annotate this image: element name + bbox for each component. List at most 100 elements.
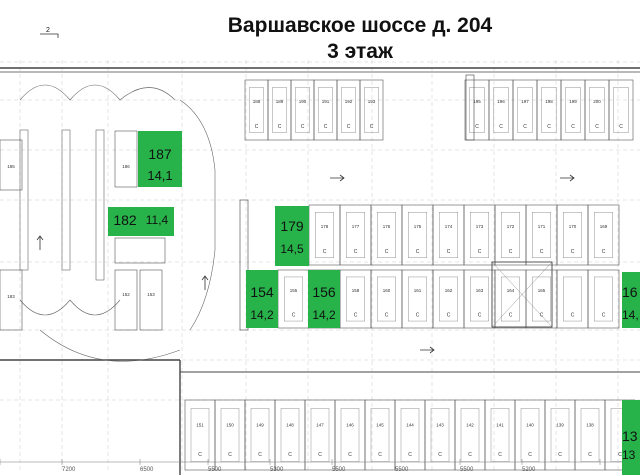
stall-type-label: C bbox=[571, 312, 575, 318]
stall-type-label: C bbox=[447, 249, 451, 255]
parking-stall bbox=[494, 204, 527, 266]
parking-stall bbox=[454, 399, 486, 471]
spot-187-highlight[interactable] bbox=[138, 131, 182, 187]
spot-179-highlight[interactable] bbox=[275, 206, 309, 266]
stall-number: 141 bbox=[496, 423, 504, 428]
stall-number: 173 bbox=[476, 224, 484, 229]
parking-stall bbox=[214, 399, 246, 471]
stall-type-label: C bbox=[416, 312, 420, 318]
dim-label: 6500 bbox=[140, 467, 154, 473]
car-outline bbox=[190, 408, 210, 462]
stall-type-label: C bbox=[618, 452, 622, 458]
stall-number: 170 bbox=[569, 224, 577, 229]
stall-type-label: C bbox=[408, 452, 412, 458]
stall-type-label: C bbox=[385, 249, 389, 255]
parking-stall bbox=[370, 204, 403, 266]
stall-number: 138 bbox=[586, 423, 594, 428]
stall-type-label: C bbox=[370, 124, 374, 130]
stall-type-label: C bbox=[292, 312, 296, 318]
car-outline bbox=[430, 408, 450, 462]
stall-number: 172 bbox=[507, 224, 515, 229]
traffic-arrow bbox=[330, 174, 345, 182]
car-outline bbox=[469, 86, 485, 133]
parking-stall bbox=[277, 269, 310, 329]
dim-label: 5500 bbox=[332, 467, 346, 473]
parking-stall bbox=[587, 204, 620, 266]
stall-number: 149 bbox=[256, 423, 264, 428]
car-outline bbox=[370, 408, 390, 462]
parking-stall bbox=[587, 269, 620, 329]
parking-stall bbox=[488, 79, 514, 141]
spot-182-highlight[interactable] bbox=[108, 207, 174, 236]
stall-number: 151 bbox=[196, 423, 204, 428]
car-outline bbox=[563, 211, 583, 258]
stall-type-label: C bbox=[619, 124, 623, 130]
spot-179-number: 179 bbox=[280, 218, 304, 234]
parking-stall bbox=[432, 204, 465, 266]
parking-stall bbox=[339, 204, 372, 266]
stall-number: 178 bbox=[321, 224, 329, 229]
car-outline bbox=[517, 86, 533, 133]
stall-number: 185 bbox=[7, 164, 15, 169]
parking-stall bbox=[244, 399, 276, 471]
stall-type-label: C bbox=[478, 312, 482, 318]
stall-number: 152 bbox=[122, 292, 130, 297]
spot-13-number: 13 bbox=[622, 428, 638, 444]
car-outline bbox=[408, 211, 428, 258]
parking-stall bbox=[313, 79, 338, 141]
spot-179-area: 14,5 bbox=[280, 242, 304, 256]
spot-13-highlight[interactable] bbox=[622, 400, 640, 475]
car-outline bbox=[594, 276, 614, 322]
spot-16-number: 16 bbox=[622, 284, 638, 300]
stall-number: 160 bbox=[383, 288, 391, 293]
stall-type-label: C bbox=[498, 452, 502, 458]
parking-stall bbox=[432, 269, 465, 329]
stall-type-label: C bbox=[571, 249, 575, 255]
spot-16-area: 14, bbox=[622, 308, 639, 322]
stall-number: 196 bbox=[497, 99, 505, 104]
spot-154-area: 14,2 bbox=[250, 308, 274, 322]
plan-title: Варшавское шоссе д. 204 bbox=[227, 14, 493, 37]
traffic-arrow bbox=[36, 235, 44, 250]
stall-number: 197 bbox=[521, 99, 529, 104]
parking-stall bbox=[114, 269, 138, 331]
stall-number: 140 bbox=[526, 423, 534, 428]
spot-154-highlight[interactable] bbox=[246, 270, 278, 328]
stall-type-label: C bbox=[324, 124, 328, 130]
parking-stall bbox=[267, 79, 292, 141]
parking-stall bbox=[574, 399, 606, 471]
car-outline bbox=[310, 408, 330, 462]
stall-type-label: C bbox=[288, 452, 292, 458]
car-outline bbox=[460, 408, 480, 462]
spot-156-area: 14,2 bbox=[312, 308, 336, 322]
car-outline bbox=[249, 86, 264, 133]
stall-number: 186 bbox=[122, 164, 130, 169]
car-outline bbox=[346, 276, 366, 322]
stall-number: 200 bbox=[593, 99, 601, 104]
car-outline bbox=[318, 86, 333, 133]
stall-number: 143 bbox=[436, 423, 444, 428]
ramp-arc bbox=[19, 84, 176, 101]
column bbox=[239, 199, 249, 331]
parking-stall bbox=[274, 399, 306, 471]
spot-16-highlight[interactable] bbox=[622, 272, 640, 328]
section-marker-label: 2 bbox=[46, 27, 50, 34]
parking-stall bbox=[544, 399, 576, 471]
stall-number: 164 bbox=[507, 288, 515, 293]
parking-stall bbox=[290, 79, 315, 141]
car-outline bbox=[340, 408, 360, 462]
car-outline bbox=[470, 276, 490, 322]
ramp-arc bbox=[19, 299, 121, 316]
stall-number: 189 bbox=[276, 99, 284, 104]
stall-number: 183 bbox=[7, 294, 15, 299]
parking-stall bbox=[0, 139, 23, 191]
stall-type-label: C bbox=[602, 312, 606, 318]
parking-stall bbox=[364, 399, 396, 471]
spot-156-highlight[interactable] bbox=[308, 270, 340, 328]
stall-number: 163 bbox=[476, 288, 484, 293]
stall-number: 153 bbox=[147, 292, 155, 297]
parking-stall bbox=[394, 399, 426, 471]
dim-label: 5200 bbox=[522, 467, 536, 473]
car-outline bbox=[377, 211, 397, 258]
stall-number: 188 bbox=[253, 99, 261, 104]
